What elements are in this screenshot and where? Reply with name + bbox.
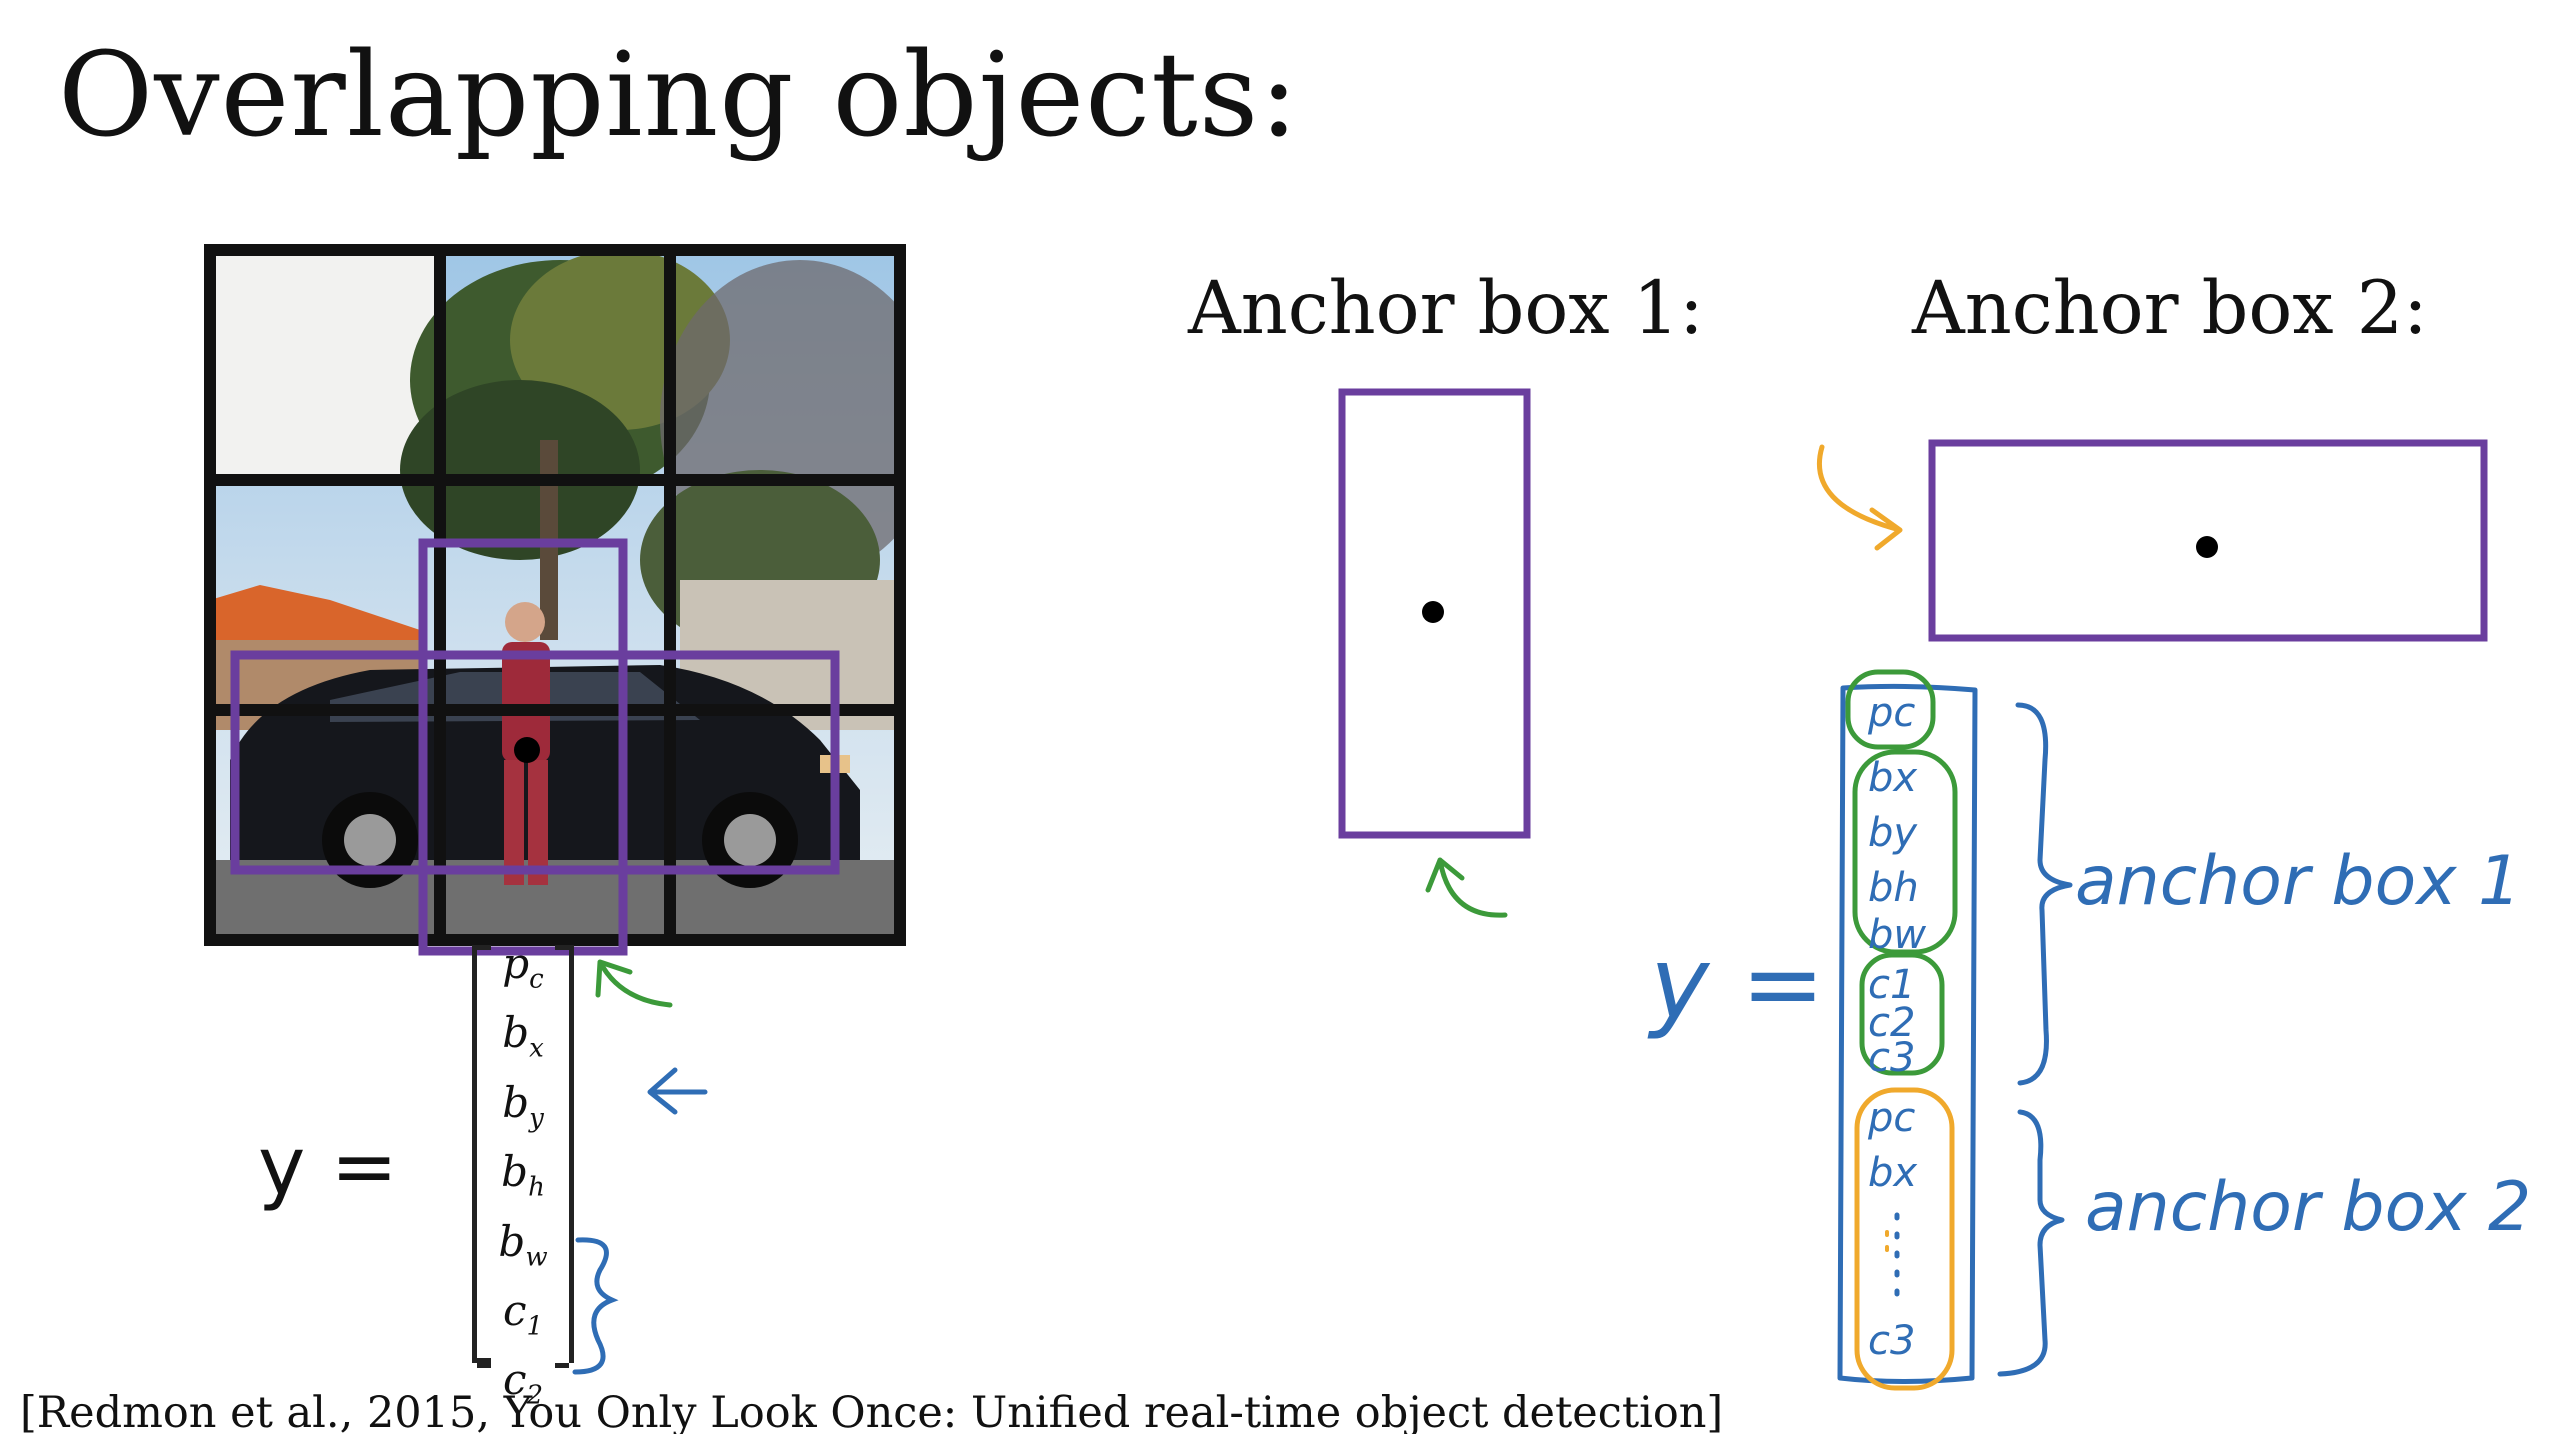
citation: [Redmon et al., 2015, You Only Look Once… [20, 1388, 1724, 1434]
blue-brace-classes [572, 1237, 619, 1375]
handwritten-stack-entry: bx [1868, 1150, 1918, 1196]
slide-title: Overlapping objects: [58, 28, 1300, 163]
handwritten-stack-entry: bh [1868, 865, 1919, 911]
anchor-box-1-heading: Anchor box 1: [1188, 266, 1704, 351]
anchor-box-2-center [2196, 536, 2218, 558]
object-center-dot [514, 737, 540, 763]
white-sky-patch [210, 250, 440, 480]
handwritten-stack-entry: bw [1868, 912, 1927, 958]
handwritten-stack-entry: by [1868, 810, 1918, 856]
person [502, 602, 550, 885]
handwritten-anchor-box-1-label: anchor box 1 [2075, 842, 2522, 921]
car-bounding-box [230, 650, 840, 875]
anchor-box-1-center [1422, 601, 1444, 623]
vector-entry: pc [502, 939, 544, 995]
handwritten-stack-entry: bx [1868, 755, 1918, 801]
trees [400, 250, 900, 650]
vector-entry: by [502, 1077, 544, 1134]
person-bounding-box [418, 538, 628, 956]
handwritten-output-vector [1837, 669, 2073, 1391]
handwritten-stack-entry: pc [1868, 690, 1916, 736]
anchor-box-2-heading: Anchor box 2: [1912, 266, 2428, 351]
orange-arrow-anchor-2 [1816, 444, 1903, 551]
vector-entry: c3 [477, 1423, 569, 1434]
output-vector: pc bx by bh bw c1 c2 c3 [472, 939, 574, 1434]
y-equals-label: y = [258, 1120, 398, 1213]
handwritten-stack-entry: c3 [1868, 1035, 1916, 1081]
handwritten-anchor-box-2-label: anchor box 2 [2085, 1168, 2532, 1247]
handwritten-stack-entry: c3 [1868, 1318, 1916, 1364]
handwritten-stack-entry: pc [1868, 1095, 1916, 1141]
handwritten-stack-entry: c2 [1868, 1000, 1916, 1046]
green-arrow-anchor-1 [1425, 857, 1508, 918]
anchor-box-2-shape [1928, 439, 2488, 642]
vector-entry: bx [502, 1008, 544, 1064]
anchor-box-1-shape [1338, 388, 1531, 839]
grid-3x3 [204, 244, 906, 946]
vector-entry: bh [501, 1147, 545, 1203]
green-arrow-to-grid [595, 959, 673, 1008]
vector-entry: c1 [502, 1285, 544, 1342]
handwritten-stack-entry: c1 [1868, 962, 1916, 1008]
vector-entry: c2 [502, 1355, 544, 1411]
blue-arrow-left [647, 1067, 708, 1115]
vector-entry: bw [498, 1216, 548, 1272]
output-vector-entries: pc bx by bh bw c1 c2 c3 [477, 937, 569, 1434]
handwritten-y-equals: y = [1650, 925, 1825, 1042]
